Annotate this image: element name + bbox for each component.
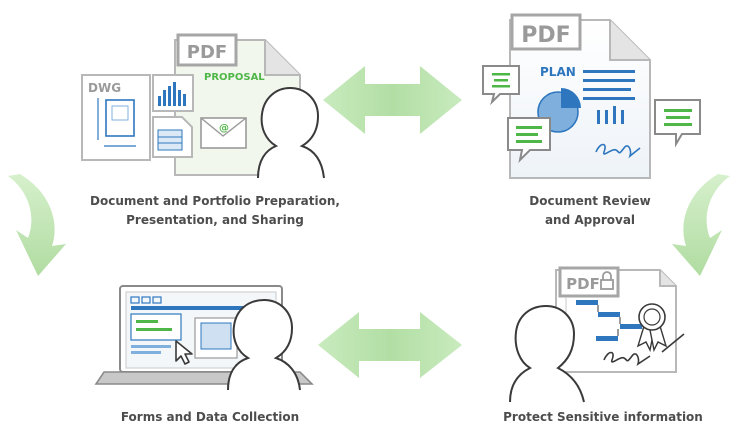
caption-preparation: Document and Portfolio Preparation, Pres… — [70, 192, 360, 230]
caption-protect-line-1: Protect Sensitive information — [503, 410, 703, 424]
document-portfolio-icon: PDF PROPOSAL DWG @ — [81, 33, 325, 179]
review-doc-title: PLAN — [540, 65, 576, 79]
caption-preparation-line-2: Presentation, and Sharing — [126, 213, 304, 227]
person-silhouette-4 — [509, 304, 585, 403]
lock-icon — [600, 271, 614, 290]
prep-dwg-badge: DWG — [88, 81, 121, 95]
document-review-icon: PDF PLAN — [482, 13, 701, 179]
caption-preparation-line-1: Document and Portfolio Preparation, — [90, 194, 340, 208]
double-arrow-bottom — [318, 312, 462, 378]
caption-review: Document Review and Approval — [500, 192, 680, 230]
person-silhouette-3 — [227, 298, 301, 391]
protected-document-icon: PDF — [509, 266, 685, 403]
certified-seal-icon — [636, 303, 668, 353]
prep-doc-title: PROPOSAL — [204, 72, 265, 83]
review-pdf-badge: PDF — [521, 23, 570, 48]
double-arrow-top — [323, 66, 462, 134]
caption-forms-line-1: Forms and Data Collection — [120, 410, 300, 424]
prep-pdf-badge: PDF — [187, 42, 227, 63]
caption-forms: Forms and Data Collection — [90, 408, 330, 427]
caption-protect: Protect Sensitive information — [478, 408, 728, 427]
caption-review-line-2: and Approval — [544, 213, 636, 227]
person-silhouette-1 — [257, 86, 325, 179]
curved-arrow-left — [8, 174, 66, 276]
email-at-symbol: @ — [219, 123, 229, 134]
protect-pdf-badge: PDF — [566, 275, 600, 293]
curved-arrow-right — [672, 174, 730, 276]
forms-laptop-icon — [94, 285, 314, 391]
caption-review-line-1: Document Review — [529, 194, 651, 208]
